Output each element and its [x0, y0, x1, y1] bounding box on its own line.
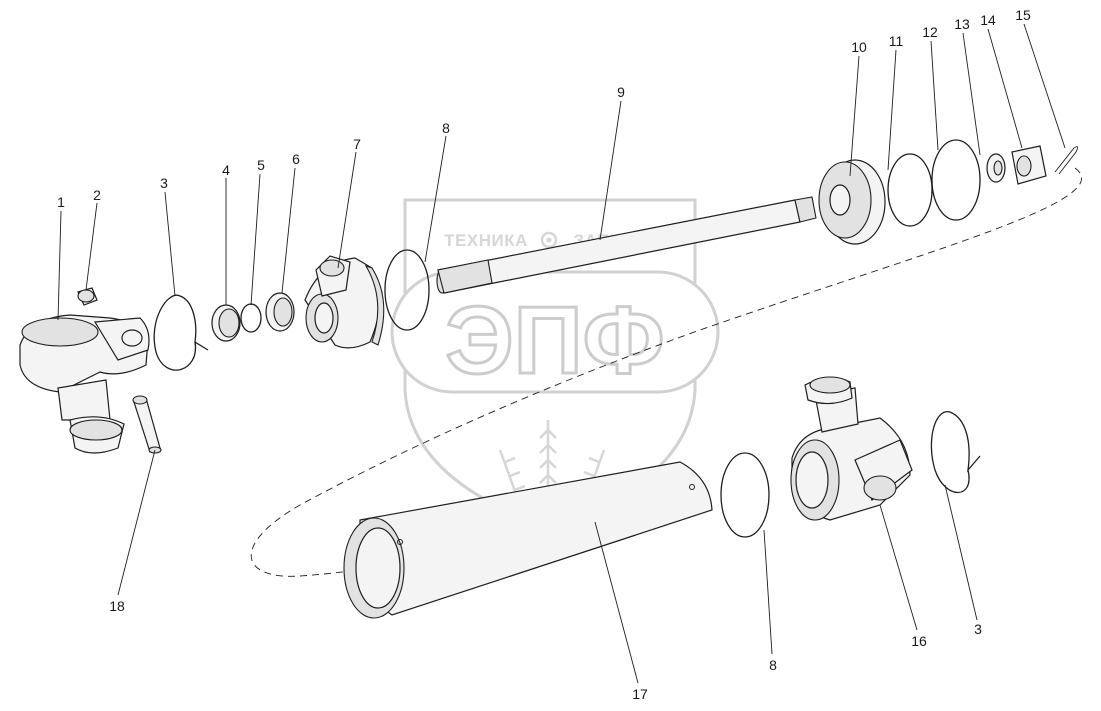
callout-7: 7: [353, 136, 361, 152]
castle-nut-14: [1011, 145, 1047, 185]
assembly-path-dashed: [250, 167, 1082, 577]
o-ring-8-upper: [384, 249, 430, 331]
ring-12: [931, 139, 981, 221]
cylinder-tube-17: [343, 461, 713, 619]
callout-9: 9: [617, 84, 625, 100]
bolt-18: [132, 395, 162, 454]
o-ring-5: [240, 303, 262, 333]
callout-11: 11: [889, 33, 904, 49]
watermark-brand: ЭПФ: [445, 287, 664, 394]
callout-5: 5: [257, 157, 265, 173]
callout-3-upper: 3: [160, 175, 168, 191]
callout-8-lower: 8: [769, 657, 777, 673]
piston-rod: [436, 196, 817, 294]
callout-17: 17: [632, 686, 648, 702]
callout-16: 16: [911, 633, 927, 649]
callout-1: 1: [57, 194, 65, 210]
wheat-emblem-icon: [498, 420, 606, 520]
seal-6: [265, 292, 295, 332]
seal-4: [211, 304, 241, 342]
callout-15: 15: [1015, 7, 1031, 23]
callout-13: 13: [954, 16, 970, 32]
callout-18: 18: [109, 598, 125, 614]
callout-14: 14: [980, 12, 996, 28]
cylinder-head-16: [790, 376, 913, 521]
cotter-pin-15: [1054, 146, 1079, 175]
callout-6: 6: [292, 151, 300, 167]
ring-11: [887, 153, 933, 227]
callout-2: 2: [93, 187, 101, 203]
snap-ring-left: [153, 294, 209, 371]
ball-joint-head: [19, 314, 150, 454]
snap-ring-right: [930, 411, 981, 494]
watermark-text-technika: ТЕХНИКА: [444, 231, 528, 250]
callout-10: 10: [851, 39, 867, 55]
callout-8-upper: 8: [442, 120, 450, 136]
callout-4: 4: [222, 162, 230, 178]
grease-nipple: [77, 287, 98, 306]
callout-3-lower: 3: [974, 621, 982, 637]
washer-13: [986, 153, 1006, 183]
callout-numbers: 1 2 3 4 5 6 7 8 9 10 11 12 13 14 15 16 3…: [57, 7, 1031, 702]
o-ring-8-lower: [720, 452, 770, 538]
leader-lines: [57, 23, 1066, 684]
end-cap-7: [304, 255, 385, 349]
piston-10: [818, 159, 886, 245]
gear-icon: [540, 231, 558, 249]
callout-12: 12: [922, 24, 938, 40]
